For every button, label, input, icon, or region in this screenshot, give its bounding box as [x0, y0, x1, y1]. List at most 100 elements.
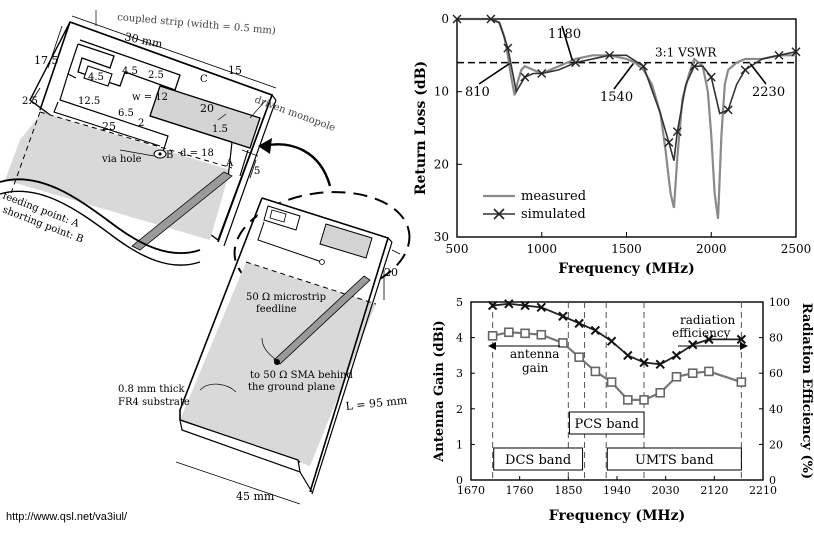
y-tick-label: 0 [456, 474, 463, 487]
simulated-marker [537, 69, 547, 78]
simulated-marker [452, 14, 462, 24]
annotation-arrowhead-eff [740, 342, 748, 350]
y2-tick-label: 100 [769, 296, 790, 309]
band-label: PCS band [574, 417, 639, 432]
top-board-ground [5, 112, 230, 240]
microstrip-feedline [273, 275, 371, 365]
simulated-marker [571, 58, 581, 68]
legend-label-measured: measured [521, 189, 586, 204]
x-axis-label: Frequency (MHz) [549, 508, 686, 524]
gain-marker [504, 327, 514, 338]
legend-label-simulated: simulated [521, 207, 586, 222]
y-axis-label: Antenna Gain (dBi) [432, 320, 447, 462]
y2-tick-label: 40 [769, 403, 783, 416]
gain-marker [639, 395, 649, 405]
dim-4-5-b: 4.5 [88, 72, 104, 83]
efficiency-marker [574, 318, 584, 329]
annotation-label: 1540 [600, 90, 633, 105]
simulated-marker [672, 127, 682, 137]
vswr-label: 3:1 VSWR [655, 46, 717, 60]
efficiency-marker [655, 359, 665, 370]
dim-2: 2 [138, 118, 144, 129]
gain-marker [671, 371, 682, 382]
x-tick-label: 1850 [554, 484, 582, 497]
gain-marker [574, 352, 584, 362]
simulated-marker [706, 72, 716, 82]
substrate-label-1: 0.8 mm thick [118, 384, 185, 395]
dim-5: 5 [254, 166, 260, 177]
simulated-marker [503, 43, 513, 53]
efficiency-marker [520, 300, 530, 311]
simulated-marker [740, 65, 750, 75]
gain-marker [606, 377, 617, 387]
microstrip-label: 50 Ω microstrip [246, 292, 326, 303]
series-line-simulated [457, 18, 797, 161]
y2-tick-label: 20 [769, 438, 783, 451]
dim-2-5-b: 2.5 [22, 96, 38, 107]
y-tick-label: 10 [434, 85, 449, 99]
cut-line [0, 178, 201, 254]
y-tick-label: 20 [434, 157, 449, 171]
substrate-label-2: FR4 substrate [118, 397, 190, 408]
y-tick-label: 30 [434, 230, 449, 244]
driven-monopole [149, 85, 261, 149]
simulated-marker [774, 50, 784, 60]
efficiency-marker [639, 357, 649, 368]
sma-label-2: the ground plane [248, 382, 335, 393]
dim-L95: L = 95 mm [345, 394, 408, 413]
dim-12-5: 12.5 [78, 96, 100, 107]
annotation-label-gain-1: antenna [510, 347, 559, 361]
top-feedline [131, 171, 233, 251]
efficiency-marker [623, 350, 633, 361]
legend-marker-simulated [493, 208, 505, 220]
zoom-arrow [263, 143, 332, 187]
band-box [606, 447, 742, 471]
gain-marker [655, 387, 666, 398]
x-tick-label: 2500 [781, 242, 812, 256]
gain-marker [520, 328, 530, 339]
simulated-marker [638, 61, 648, 71]
annotation-label-gain-2: gain [522, 361, 549, 375]
dim-45mm: 45 mm [236, 490, 275, 503]
dim-25: 25 [102, 120, 116, 133]
annotation-label-eff-2: efficiency [672, 326, 731, 340]
y2-axis-label: Radiation Efficiency (%) [799, 303, 814, 479]
efficiency-marker [736, 334, 747, 345]
dim-20-b: 20 [384, 266, 398, 279]
dim-2-5-a: 2.5 [148, 70, 164, 81]
gain-marker [736, 377, 747, 387]
gain-marker [558, 338, 568, 348]
x-axis-label: Frequency (MHz) [558, 261, 695, 277]
efficiency-marker [671, 350, 682, 361]
y-tick-label: 3 [456, 367, 463, 380]
y2-tick-label: 0 [769, 474, 776, 487]
y-tick-label: 5 [456, 296, 463, 309]
simulated-marker [486, 14, 496, 24]
annotation-label-eff-1: radiation [680, 313, 735, 327]
efficiency-marker [606, 336, 617, 346]
y2-tick-label: 60 [769, 367, 783, 380]
efficiency-marker [704, 334, 714, 345]
band-label: DCS band [505, 453, 571, 468]
band-box [568, 411, 645, 435]
source-url[interactable]: http://www.qsl.net/va3iul/ [6, 511, 128, 523]
annotation-arrow [478, 62, 510, 85]
simulated-marker [520, 72, 530, 82]
efficiency-marker [558, 311, 568, 321]
dim-20-a: 20 [200, 102, 214, 115]
efficiency-marker [536, 302, 547, 313]
gain-marker [623, 395, 633, 405]
dim-4-5-a: 4.5 [122, 66, 138, 77]
annotation-arrowhead-gain [488, 342, 496, 350]
efficiency-marker [487, 300, 498, 311]
gain-marker [704, 366, 714, 377]
point-a-label: A [225, 158, 234, 169]
point-c-label: C [200, 74, 208, 85]
simulated-marker [664, 138, 674, 148]
x-tick-label: 1500 [611, 242, 642, 256]
annotation-arrow [613, 63, 634, 90]
x-tick-label: 1940 [603, 484, 631, 497]
band-box [493, 447, 584, 471]
